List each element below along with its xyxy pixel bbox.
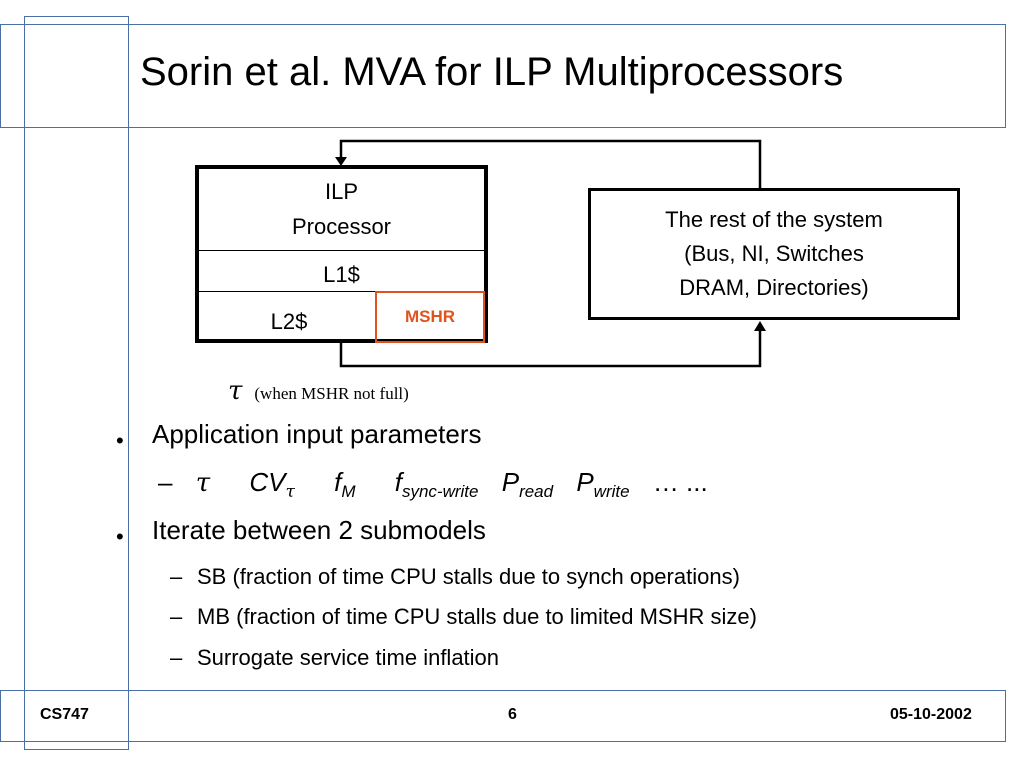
slide-title: Sorin et al. MVA for ILP Multiprocessors [140,50,844,94]
param-pread: P [501,467,520,497]
footer-frame [0,690,1006,742]
title-frame [0,24,1006,128]
param-cv-sub: τ [285,482,295,502]
param-dash: – [158,467,173,497]
param-fm: f [334,467,342,497]
sub-bullet-surrogate: Surrogate service time inflation [197,645,500,670]
bullet-marker: • [116,428,124,453]
left-frame [24,16,129,750]
tau-note: (when MSHR not full) [254,384,409,403]
return-arrow-line [339,139,762,188]
footer-date: 05-10-2002 [890,706,972,723]
mshr-box: MSHR [375,291,485,343]
processor-label-ilp: ILP [324,179,359,204]
processor-label-processor: Processor [291,214,392,239]
l2-cache-label: L2$ [270,309,308,334]
processor-divider [199,250,484,251]
sub-bullet-sb: SB (fraction of time CPU stalls due to s… [197,564,740,589]
l1-divider [199,291,484,292]
param-tau: τ [195,468,211,498]
param-fsync-sub: sync-write [401,482,479,501]
param-fm-sub: M [341,482,356,501]
bullet-application-parameters: Application input parameters [152,419,482,449]
parameter-list: – τ CVτ fM fsync-write Pread Pwrite … ..… [158,467,708,502]
param-cv: CV [249,467,286,497]
footer-course: CS747 [40,706,89,723]
sub-bullet-dash: – [170,564,183,589]
return-arrowhead [335,157,347,166]
ilp-processor-box: ILP Processor L1$ L2$ [195,165,488,343]
param-fsync: f [394,467,402,497]
param-pwrite-sub: write [593,482,630,501]
request-arrow-line [339,330,762,368]
param-ellipsis: … ... [652,467,708,497]
bullet-iterate-submodels: Iterate between 2 submodels [152,515,486,545]
bullet-marker: • [116,524,124,549]
rest-of-system-box: The rest of the system (Bus, NI, Switche… [588,188,960,320]
request-arrowhead [754,321,766,331]
tau-symbol: τ [228,376,243,406]
sub-bullet-dash: – [170,645,183,670]
param-pread-sub: read [519,482,554,501]
sub-bullet-dash: – [170,604,183,629]
l1-cache-label: L1$ [323,262,360,287]
footer-page-number: 6 [508,706,517,723]
sub-bullet-mb: MB (fraction of time CPU stalls due to l… [197,604,757,629]
tau-annotation: τ (when MSHR not full) [228,376,409,406]
param-pwrite: P [576,467,594,497]
